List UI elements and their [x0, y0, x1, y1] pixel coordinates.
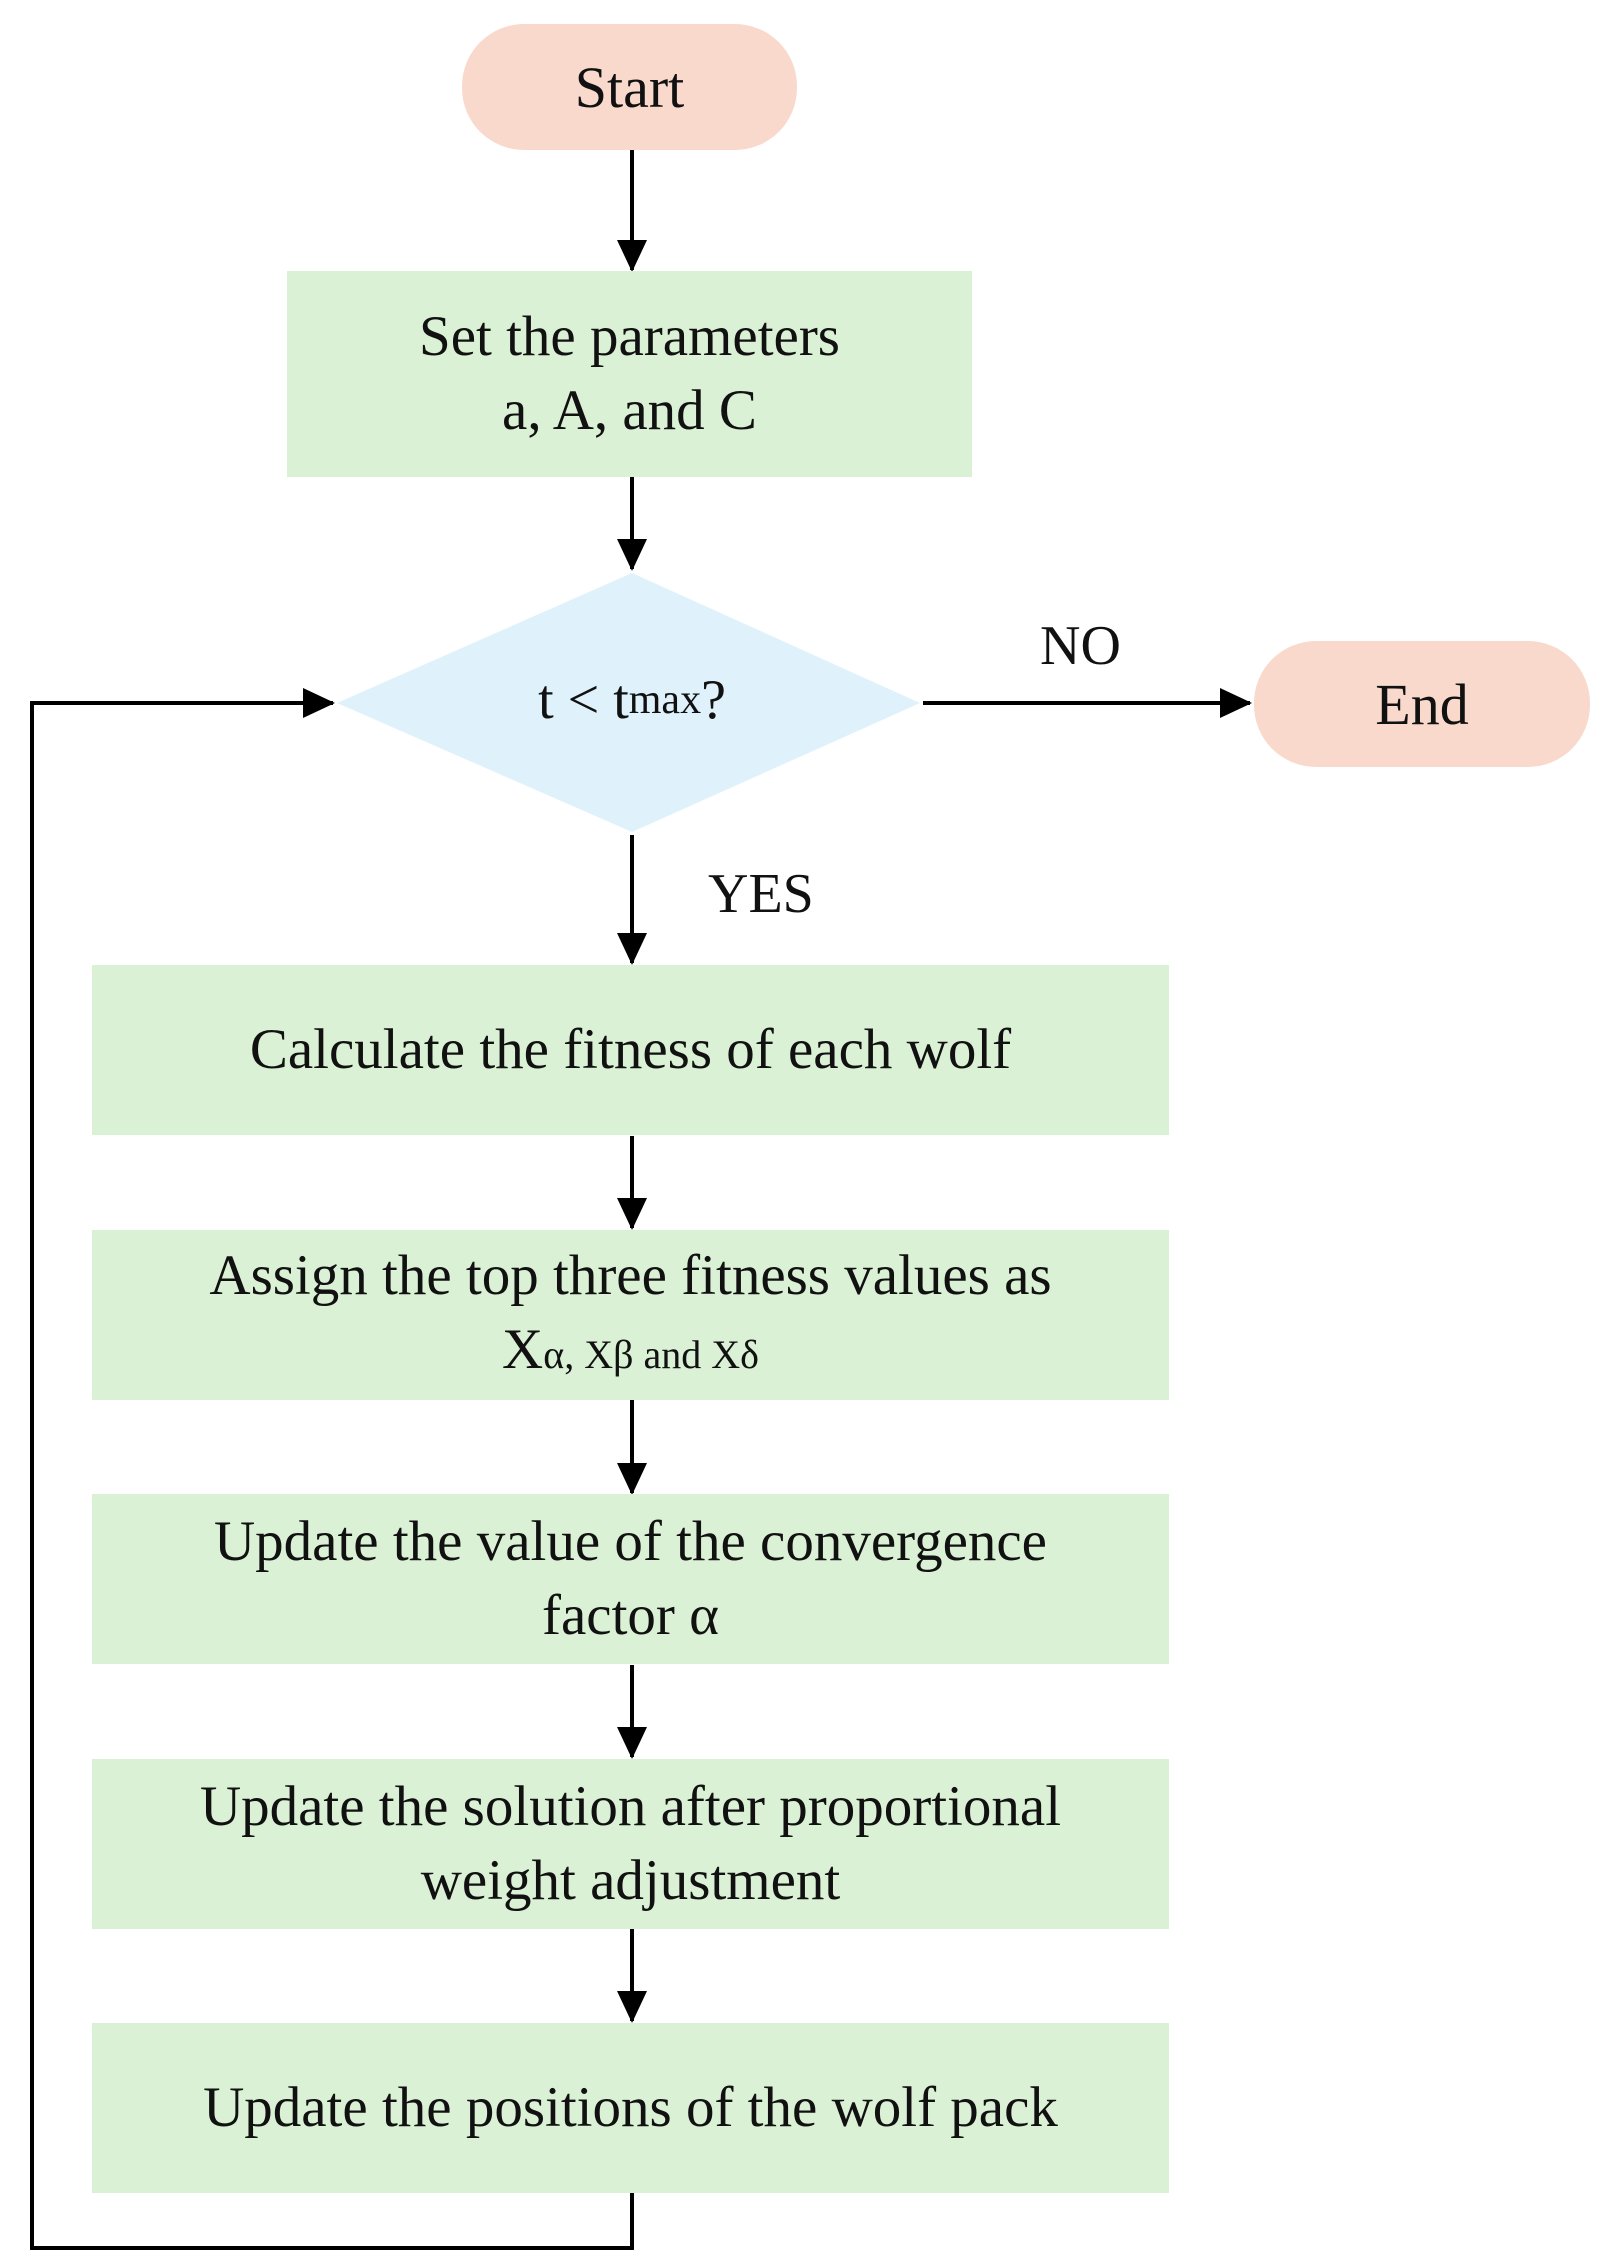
decision-diamond — [337, 573, 920, 832]
step-assign: Assign the top three fitness values as X… — [92, 1230, 1169, 1400]
decision-sub: max — [628, 677, 702, 723]
decision-t: t < t — [538, 669, 629, 731]
setup-line2: a, A, and C — [502, 379, 757, 442]
setup-box: Set the parameters a, A, and C — [287, 271, 972, 477]
start-label: Start — [574, 54, 685, 120]
step-solution-line1: Update the solution after proportional — [199, 1775, 1062, 1838]
start-terminal: Start — [462, 24, 797, 150]
end-terminal: End — [1254, 641, 1590, 767]
step-fitness: Calculate the fitness of each wolf — [92, 965, 1169, 1135]
yes-label: YES — [708, 863, 814, 925]
step-solution-line2: weight adjustment — [420, 1849, 841, 1912]
step-assign-line1: Assign the top three fitness values as — [209, 1243, 1052, 1307]
step-positions: Update the positions of the wolf pack — [92, 2023, 1169, 2193]
step-convergence-line2: factor α — [541, 1584, 719, 1647]
setup-line1: Set the parameters — [419, 305, 840, 368]
end-label: End — [1375, 671, 1469, 737]
step-assign-line2: Xα, Xβ and Xδ — [502, 1317, 759, 1381]
loop-back-line — [30, 688, 634, 2250]
step-fitness-label: Calculate the fitness of each wolf — [249, 1018, 1012, 1081]
step-convergence-line1: Update the value of the convergence — [214, 1510, 1047, 1573]
step-solution: Update the solution after proportional w… — [92, 1759, 1169, 1929]
step-positions-label: Update the positions of the wolf pack — [203, 2076, 1058, 2139]
step-convergence: Update the value of the convergence fact… — [92, 1494, 1169, 1664]
decision-q: ? — [701, 669, 726, 731]
no-label: NO — [1040, 615, 1121, 677]
